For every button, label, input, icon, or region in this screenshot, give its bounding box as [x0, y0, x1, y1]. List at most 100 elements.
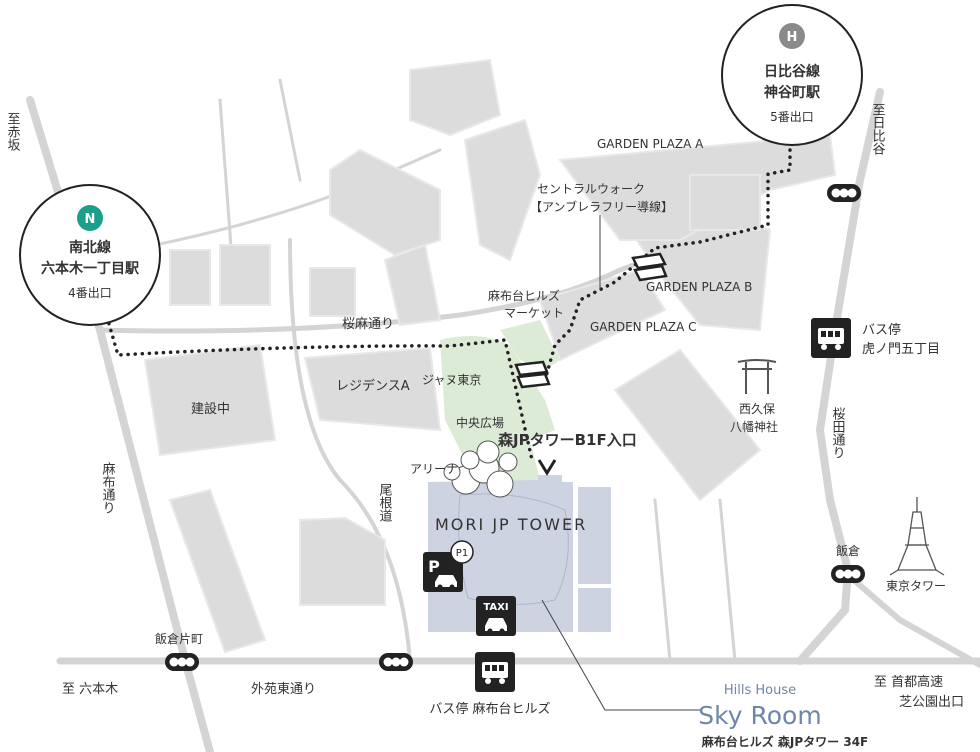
bus-stop-name: 虎ノ門五丁目 — [862, 342, 940, 357]
label-iikura-katamachi: 飯倉片町 — [155, 631, 203, 646]
dir-shuto-a: 至 首都高速 — [874, 674, 943, 690]
dir-roppongi: 至 六本木 — [62, 682, 118, 697]
taxi-label: TAXI — [483, 602, 508, 613]
road-sakurada: 桜田通り — [830, 407, 846, 459]
skyroom-hills-house: Hills House — [724, 683, 796, 698]
label-garden-b: GARDEN PLAZA B — [646, 280, 752, 294]
traffic-light-icon — [831, 565, 865, 583]
label-iikura: 飯倉 — [836, 543, 860, 558]
label-arena: アリーナ — [410, 462, 458, 476]
dir-shuto-b: 芝公園出口 — [899, 694, 964, 710]
parking-car-icon: P — [423, 552, 463, 592]
dir-akasaka: 至赤坂 — [5, 112, 21, 151]
station-exit: 5番出口 — [770, 110, 814, 124]
bld-7 — [463, 118, 542, 262]
station-name: 六本木一丁目駅 — [41, 260, 140, 277]
bld-10 — [613, 348, 762, 502]
bus-icon — [811, 318, 851, 358]
road-azabu: 麻布通り — [100, 462, 116, 514]
traffic-light-icon — [827, 184, 861, 202]
traffic-lights — [165, 184, 865, 671]
labels: 至赤坂 至日比谷 至 六本木 至 首都高速 芝公園出口 桜麻通り 麻布通り 尾根… — [5, 103, 965, 749]
tokyo-tower-icon — [889, 497, 945, 576]
thin-road-2 — [278, 78, 302, 182]
label-shrine-a: 西久保 — [739, 402, 775, 416]
label-market-a: 麻布台ヒルズ — [488, 288, 560, 303]
route-from-kamiyacho — [518, 148, 792, 382]
station-line-name: 日比谷線 — [764, 63, 820, 80]
bld-3 — [309, 267, 356, 317]
label-market-b: マーケット — [504, 306, 564, 320]
torii-icon — [737, 359, 777, 394]
dir-hibiya: 至日比谷 — [870, 103, 886, 155]
label-central-walk: セントラルウォーク — [537, 182, 645, 196]
sakurada-road — [796, 88, 884, 665]
plaza-green — [500, 320, 560, 370]
station-exit: 4番出口 — [68, 286, 112, 300]
label-shrine-b: 八幡神社 — [730, 419, 778, 434]
station-name: 神谷町駅 — [764, 84, 821, 101]
bus-icon — [475, 652, 515, 692]
bld-residence — [303, 346, 442, 432]
p1-label: P1 — [456, 548, 468, 559]
entrance-marker-icon — [537, 459, 557, 476]
bridge-2 — [514, 360, 551, 389]
bus-stop-label: バス停 — [862, 322, 901, 338]
bld-8 — [168, 488, 267, 654]
station-letter-n: N — [85, 212, 96, 227]
bridge-1 — [631, 252, 668, 282]
taxi-stand[interactable]: TAXI — [476, 596, 516, 636]
parking[interactable]: P P1 — [423, 540, 474, 592]
bus-stop-toranomon[interactable]: バス停 虎ノ門五丁目 — [811, 318, 940, 358]
skyroom-name: Sky Room — [698, 701, 821, 730]
bus-stop-label: バス停 麻布台ヒルズ — [429, 701, 550, 717]
tower-annex-2 — [578, 588, 611, 632]
namboku-line-icon — [77, 205, 103, 231]
station-kamiyacho[interactable]: H 日比谷線 神谷町駅 5番出口 — [721, 4, 863, 146]
taxi-icon — [485, 618, 507, 631]
label-janu: ジャヌ東京 — [422, 373, 481, 387]
label-umbrella-free: 【アンブレラフリー導線】 — [530, 199, 673, 214]
road-oneda: 尾根道 — [377, 483, 393, 522]
label-garden-c: GARDEN PLAZA C — [590, 320, 697, 334]
label-construction: 建設中 — [191, 401, 230, 417]
station-roppongi-itchome[interactable]: N 南北線 六本木一丁目駅 4番出口 — [19, 184, 161, 326]
label-entrance: 森JPタワーB1F入口 — [498, 431, 637, 449]
label-residence: レジデンスA — [336, 378, 410, 394]
hibiya-line-icon — [779, 23, 805, 49]
bld-4 — [329, 148, 441, 257]
p1-badge — [450, 540, 474, 564]
bld-plaza-c — [538, 268, 667, 362]
bus-stop-azabudai[interactable]: バス停 麻布台ヒルズ — [429, 652, 551, 717]
bld-2 — [219, 244, 271, 306]
bld-construction — [143, 343, 277, 457]
label-garden-a: GARDEN PLAZA A — [597, 137, 704, 151]
bld-6 — [409, 58, 502, 137]
buildings — [143, 58, 837, 654]
station-letter-h: H — [787, 30, 798, 45]
tower-block — [428, 475, 573, 632]
bridges — [514, 252, 668, 389]
bld-5 — [383, 243, 442, 327]
walking-routes — [103, 148, 792, 462]
traffic-light-icon — [379, 653, 413, 671]
label-tokyo-tower: 東京タワー — [886, 579, 946, 593]
bld-1 — [169, 249, 211, 306]
thin-road-4 — [718, 498, 737, 663]
thin-road-3 — [653, 498, 672, 663]
label-central-plaza: 中央広場 — [456, 415, 504, 430]
road-gaien: 外苑東通り — [251, 681, 316, 697]
oneda-road — [288, 238, 412, 663]
mori-jp-tower — [428, 475, 611, 632]
skyroom-address: 麻布台ヒルズ 森JPタワー 34F — [701, 734, 869, 749]
label-tower-name: MORI JP TOWER — [435, 515, 587, 534]
arena-circles — [443, 440, 518, 498]
parking-letter: P — [428, 557, 440, 576]
leader-lines — [541, 215, 700, 711]
tower-annex-1 — [578, 487, 611, 584]
road-sakuma: 桜麻通り — [342, 317, 394, 332]
bld-9 — [299, 516, 386, 606]
route-from-roppongi — [103, 308, 534, 462]
road-to-shuto — [845, 572, 980, 668]
